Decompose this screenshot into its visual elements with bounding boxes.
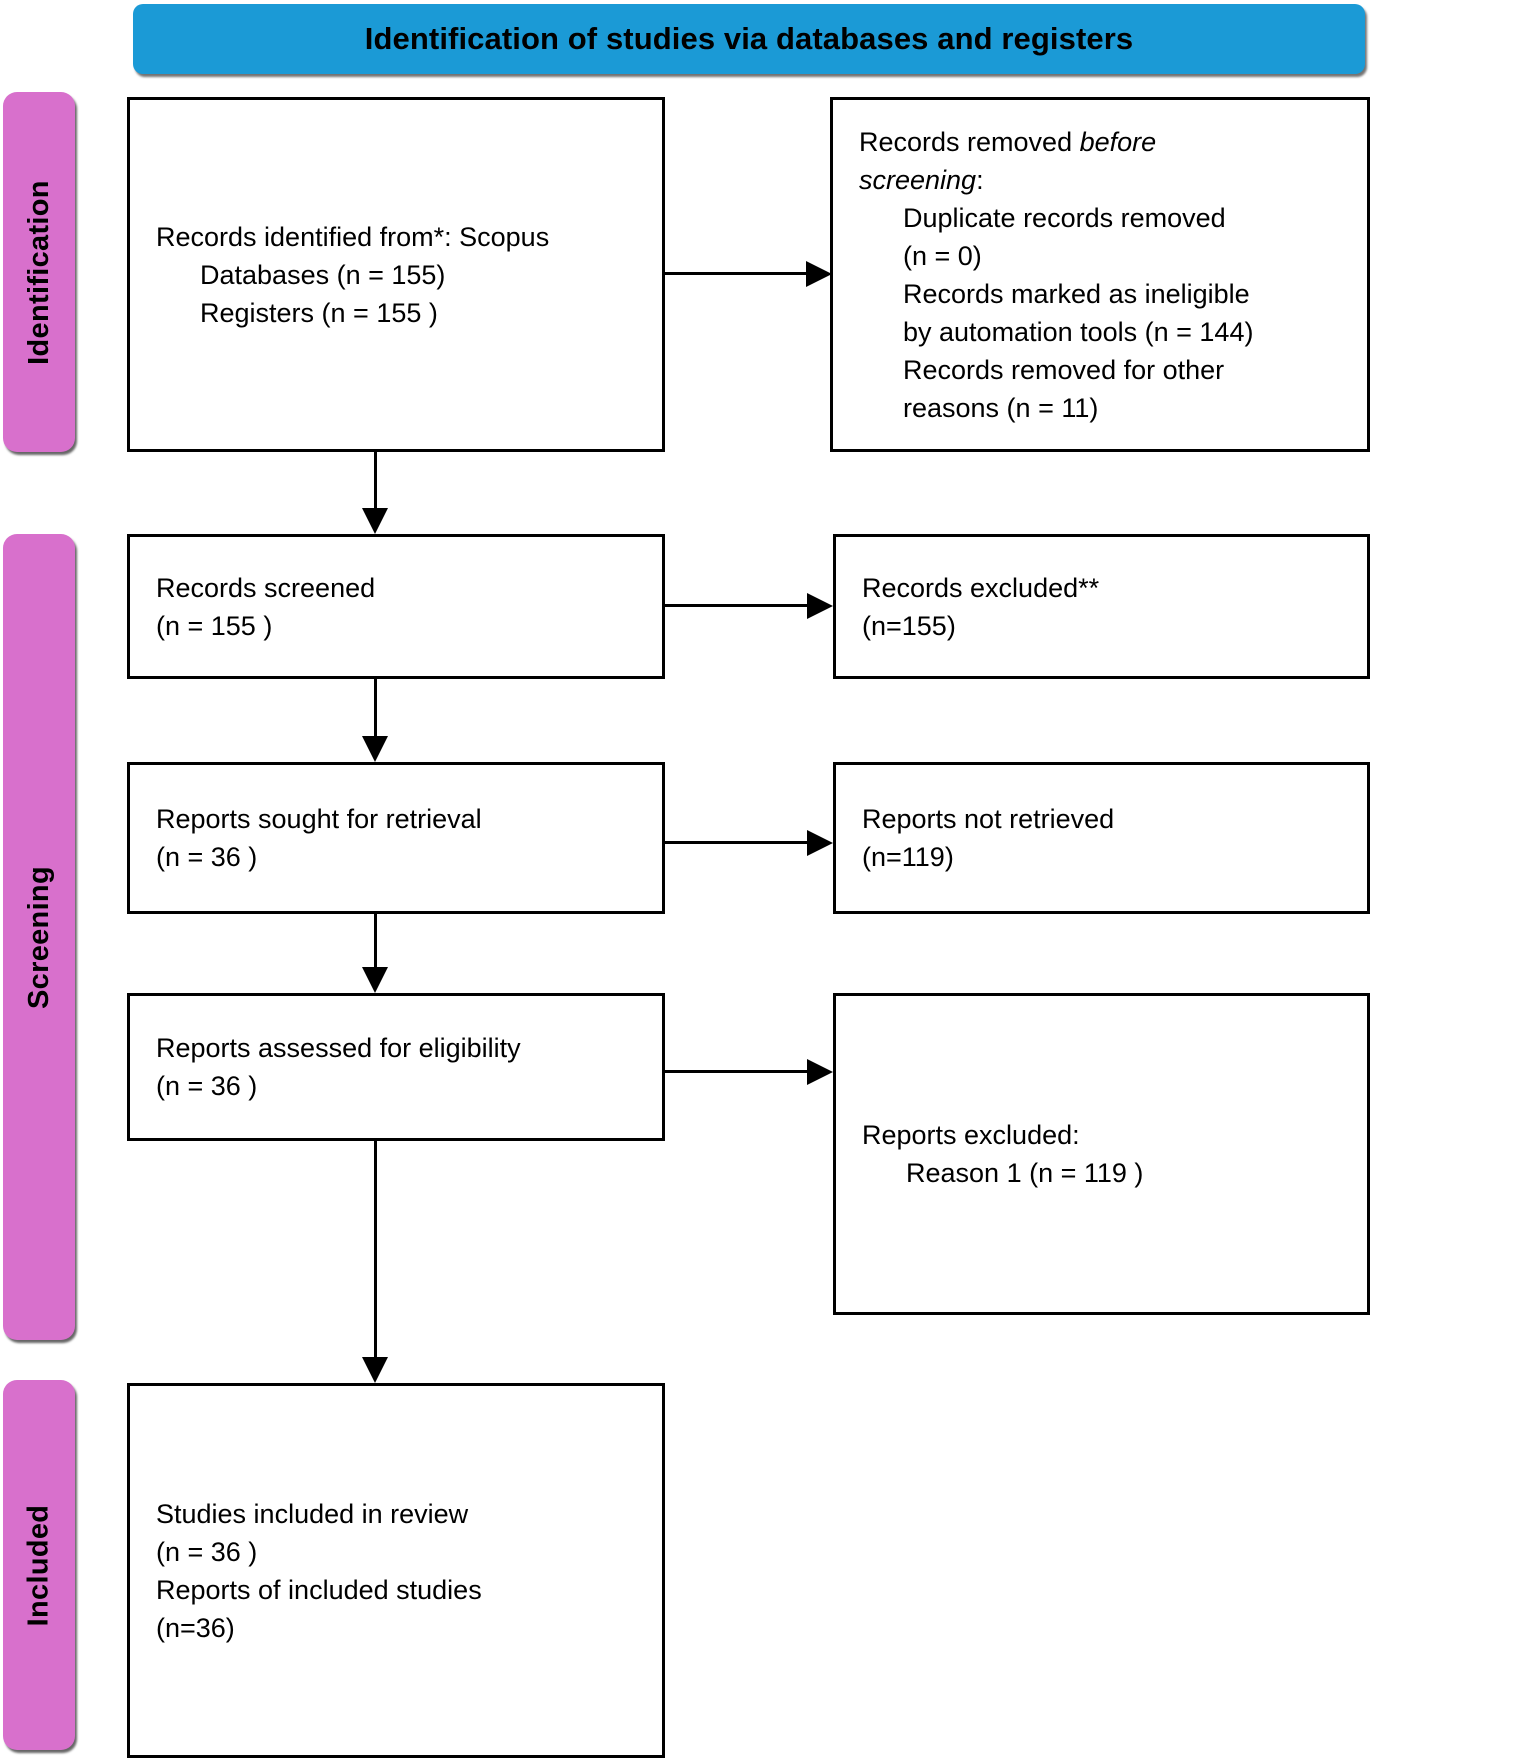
records-removed-ineligible: Records marked as ineligible — [903, 278, 1250, 309]
connector-identified-to-screened — [374, 452, 377, 508]
connector-sought-to-not-retrieved — [665, 841, 809, 844]
arrowhead-right-to-records-excluded — [807, 593, 833, 619]
records-removed-duplicates: Duplicate records removed — [903, 202, 1226, 233]
connector-screened-to-records-excluded — [665, 604, 809, 607]
arrowhead-down-to-assessed — [362, 967, 388, 993]
box-records-identified: Records identified from*: Scopus Databas… — [127, 97, 665, 452]
records-excluded-n: (n=155) — [862, 610, 956, 641]
arrowhead-down-to-included — [362, 1357, 388, 1383]
records-removed-line-1-italic: before — [1079, 126, 1157, 157]
studies-included-label: Studies included in review — [156, 1498, 469, 1529]
records-removed-other: Records removed for other — [903, 354, 1225, 385]
stage-label-screening-text: Screening — [22, 865, 55, 1009]
box-reports-not-retrieved: Reports not retrieved (n=119) — [833, 762, 1370, 914]
records-removed-line-2: screening: — [859, 161, 1341, 199]
records-excluded-label: Records excluded** — [862, 572, 1100, 603]
banner-title: Identification of studies via databases … — [364, 21, 1134, 56]
arrowhead-right-to-removed — [806, 261, 832, 287]
connector-sought-to-assessed — [374, 914, 377, 967]
box-records-screened: Records screened (n = 155 ) — [127, 534, 665, 679]
reports-assessed-n: (n = 36 ) — [156, 1071, 258, 1101]
records-removed-other-n: reasons (n = 11) — [903, 392, 1099, 423]
records-removed-line-2-colon: : — [976, 164, 984, 195]
reports-not-retrieved-label: Reports not retrieved — [862, 804, 1115, 834]
reports-of-included-studies-label: Reports of included studies — [156, 1574, 482, 1605]
arrowhead-down-to-screened — [362, 508, 388, 534]
records-removed-ineligible-n: by automation tools (n = 144) — [903, 316, 1254, 347]
reports-not-retrieved-n: (n=119) — [862, 842, 954, 872]
records-screened-n: (n = 155 ) — [156, 610, 273, 641]
records-screened-label: Records screened — [156, 572, 376, 603]
banner-identification-header: Identification of studies via databases … — [133, 4, 1365, 74]
records-identified-line-1: Records identified from*: Scopus — [156, 221, 550, 252]
records-identified-databases: Databases (n = 155) — [200, 259, 446, 290]
stage-label-included-text: Included — [22, 1504, 55, 1626]
arrowhead-down-to-sought — [362, 736, 388, 762]
studies-included-n: (n = 36 ) — [156, 1536, 258, 1567]
box-records-removed-before-screening: Records removed before screening: Duplic… — [830, 97, 1370, 452]
connector-identified-to-removed — [665, 272, 808, 275]
arrowhead-right-to-not-retrieved — [807, 830, 833, 856]
stage-label-screening: Screening — [3, 534, 75, 1340]
stage-label-identification-text: Identification — [22, 179, 55, 365]
box-records-excluded: Records excluded** (n=155) — [833, 534, 1370, 679]
box-reports-sought-for-retrieval: Reports sought for retrieval (n = 36 ) — [127, 762, 665, 914]
records-removed-line-2-italic: screening — [859, 164, 977, 195]
connector-screened-to-sought — [374, 679, 377, 736]
records-identified-registers: Registers (n = 155 ) — [200, 297, 438, 328]
arrowhead-right-to-reports-excluded — [807, 1059, 833, 1085]
records-removed-line-1-plain: Records removed — [859, 126, 1080, 157]
reports-sought-label: Reports sought for retrieval — [156, 804, 482, 834]
box-reports-assessed-for-eligibility: Reports assessed for eligibility (n = 36… — [127, 993, 665, 1141]
records-removed-duplicates-n: (n = 0) — [903, 240, 982, 271]
connector-assessed-to-reports-excluded — [665, 1070, 809, 1073]
box-reports-excluded: Reports excluded: Reason 1 (n = 119 ) — [833, 993, 1370, 1315]
reports-of-included-studies-n: (n=36) — [156, 1612, 235, 1643]
reports-excluded-label: Reports excluded: — [862, 1120, 1080, 1150]
reports-excluded-reason-1: Reason 1 (n = 119 ) — [906, 1158, 1144, 1188]
stage-label-included: Included — [3, 1380, 75, 1750]
reports-assessed-label: Reports assessed for eligibility — [156, 1033, 521, 1063]
reports-sought-n: (n = 36 ) — [156, 842, 258, 872]
connector-assessed-to-included — [374, 1141, 377, 1357]
records-removed-line-1: Records removed before — [859, 123, 1341, 161]
stage-label-identification: Identification — [3, 92, 75, 452]
box-studies-included-in-review: Studies included in review (n = 36 ) Rep… — [127, 1383, 665, 1758]
